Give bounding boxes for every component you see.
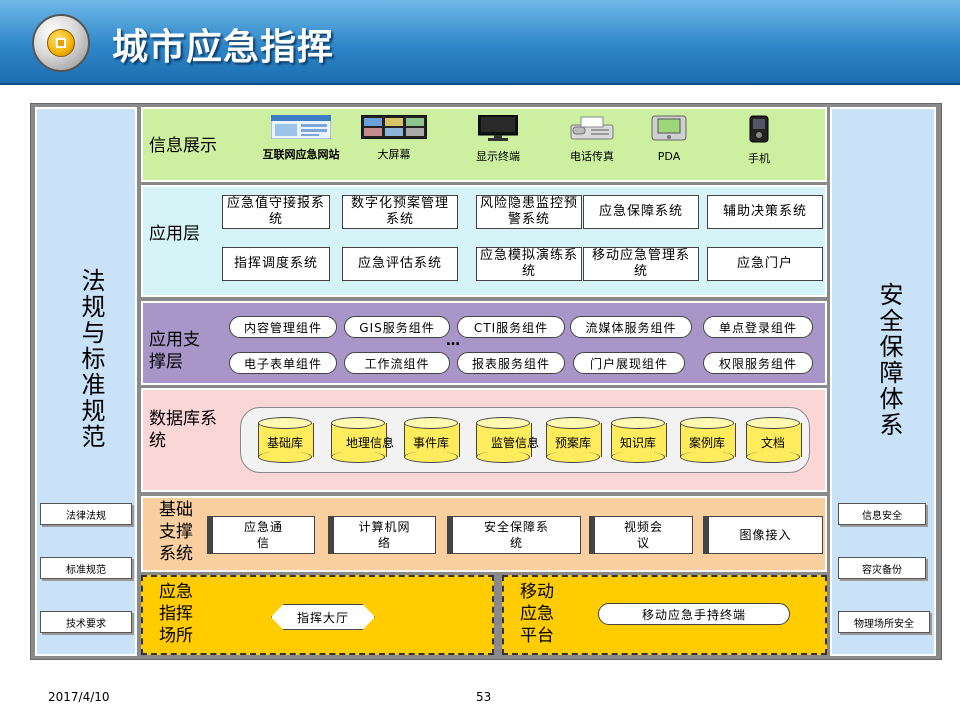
mobile-phone-icon [749, 115, 769, 143]
database-cylinder: 事件库 [404, 417, 460, 463]
command-hall-box: 指挥大厅 [271, 604, 375, 630]
base-support-layer: 基础支撑系统 应急通信 计算机网络 安全保障系统 视频会议 图像接入 [141, 496, 827, 572]
database-cylinder: 知识库 [611, 417, 667, 463]
display-item-pda: PDA [637, 115, 701, 163]
mobile-terminal-box: 移动应急手持终端 [598, 603, 790, 625]
app-system-box: 应急评估系统 [342, 247, 458, 281]
mobile-platform-panel: 移动应急平台 移动应急手持终端 [502, 575, 827, 655]
app-system-box: 应急模拟演练系统 [476, 247, 582, 281]
logo-icon [32, 14, 90, 72]
display-label: 手机 [748, 152, 770, 165]
display-item-big-screen: 大屏幕 [357, 114, 431, 161]
support-component-pill: 工作流组件 [344, 352, 450, 374]
right-panel-item: 物理场所安全 [838, 611, 930, 633]
pda-icon [651, 115, 687, 141]
database-cylinder: 基础库 [258, 417, 314, 463]
app-system-box: 应急值守接报系统 [222, 195, 330, 229]
app-system-box: 辅助决策系统 [707, 195, 823, 229]
support-component-pill: 电子表单组件 [229, 352, 337, 374]
app-system-box: 移动应急管理系统 [583, 247, 699, 281]
left-panel-title: 法规与标准规范 [77, 268, 105, 450]
base-system-box: 视频会议 [589, 516, 693, 554]
fax-icon [570, 116, 614, 140]
display-item-website: 互联网应急网站 [259, 114, 343, 161]
app-system-box: 风险隐患监控预警系统 [476, 195, 582, 229]
application-layer: 应用层 应急值守接报系统 数字化预案管理系统 风险隐患监控预警系统 应急保障系统… [141, 185, 827, 297]
app-system-box: 应急门户 [707, 247, 823, 281]
display-label: 大屏幕 [377, 148, 411, 161]
layer-title: 基础支撑系统 [159, 500, 193, 564]
display-label: 显示终端 [476, 150, 520, 163]
website-icon [270, 114, 332, 140]
database-cylinder: 监管信息 [476, 417, 539, 463]
database-cylinder: 地理信息 [331, 417, 394, 463]
layer-title: 应用层 [149, 224, 200, 244]
left-panel: 法规与标准规范 法律法规 标准规范 技术要求 [35, 107, 137, 656]
app-system-box: 应急保障系统 [583, 195, 699, 229]
database-cylinder: 预案库 [546, 417, 602, 463]
display-label: 电话传真 [570, 150, 614, 163]
database-cylinder: 案例库 [680, 417, 736, 463]
layer-title: 数据库系统 [149, 409, 217, 451]
database-layer: 数据库系统 基础库 地理信息 事件库 监管信息 预案库 知识库 案例库 文档 [141, 388, 827, 492]
left-panel-item: 法律法规 [40, 503, 132, 525]
left-panel-item: 技术要求 [40, 611, 132, 633]
display-label: 互联网应急网站 [262, 148, 340, 161]
right-panel: 安全保障体系 信息安全 容灾备份 物理场所安全 [830, 107, 936, 656]
support-component-pill: 内容管理组件 [229, 316, 337, 338]
command-site-panel: 应急指挥场所 指挥大厅 [141, 575, 494, 655]
base-system-box: 图像接入 [703, 516, 823, 554]
base-system-box: 安全保障系统 [447, 516, 581, 554]
display-layer: 信息展示 互联网应急网站 大屏幕 显示终端 [141, 107, 827, 182]
monitor-icon [477, 114, 519, 141]
support-component-pill: 门户展现组件 [573, 352, 685, 374]
support-component-pill: 流媒体服务组件 [570, 316, 692, 338]
display-label: PDA [657, 150, 681, 163]
more-ellipsis: … [446, 333, 460, 349]
command-site-title: 应急指挥场所 [159, 582, 193, 646]
base-system-box: 应急通信 [207, 516, 315, 554]
layer-title: 信息展示 [149, 136, 217, 156]
app-system-box: 数字化预案管理系统 [342, 195, 458, 229]
page-title: 城市应急指挥 [112, 27, 335, 68]
support-component-pill: 单点登录组件 [703, 316, 813, 338]
page-number: 53 [476, 690, 492, 704]
left-panel-item: 标准规范 [40, 557, 132, 579]
support-component-pill: GIS服务组件 [344, 316, 450, 338]
display-item-fax: 电话传真 [555, 115, 629, 163]
big-screen-icon [360, 114, 428, 140]
layer-title: 应用支撑层 [149, 330, 200, 372]
title-bar: 城市应急指挥 [0, 0, 960, 85]
support-component-pill: CTI服务组件 [457, 316, 565, 338]
display-item-monitor: 显示终端 [461, 114, 535, 163]
support-component-pill: 报表服务组件 [457, 352, 565, 374]
database-cylinder: 文档 [746, 417, 802, 463]
application-support-layer: 应用支撑层 内容管理组件 GIS服务组件 CTI服务组件 流媒体服务组件 单点登… [141, 301, 827, 385]
footer-date: 2017/4/10 [48, 690, 110, 704]
right-panel-title: 安全保障体系 [875, 282, 903, 438]
support-component-pill: 权限服务组件 [703, 352, 813, 374]
mobile-platform-title: 移动应急平台 [520, 582, 554, 646]
right-panel-item: 容灾备份 [838, 557, 926, 579]
right-panel-item: 信息安全 [838, 503, 926, 525]
app-system-box: 指挥调度系统 [222, 247, 330, 281]
display-item-mobile: 手机 [727, 115, 791, 165]
base-system-box: 计算机网络 [328, 516, 436, 554]
